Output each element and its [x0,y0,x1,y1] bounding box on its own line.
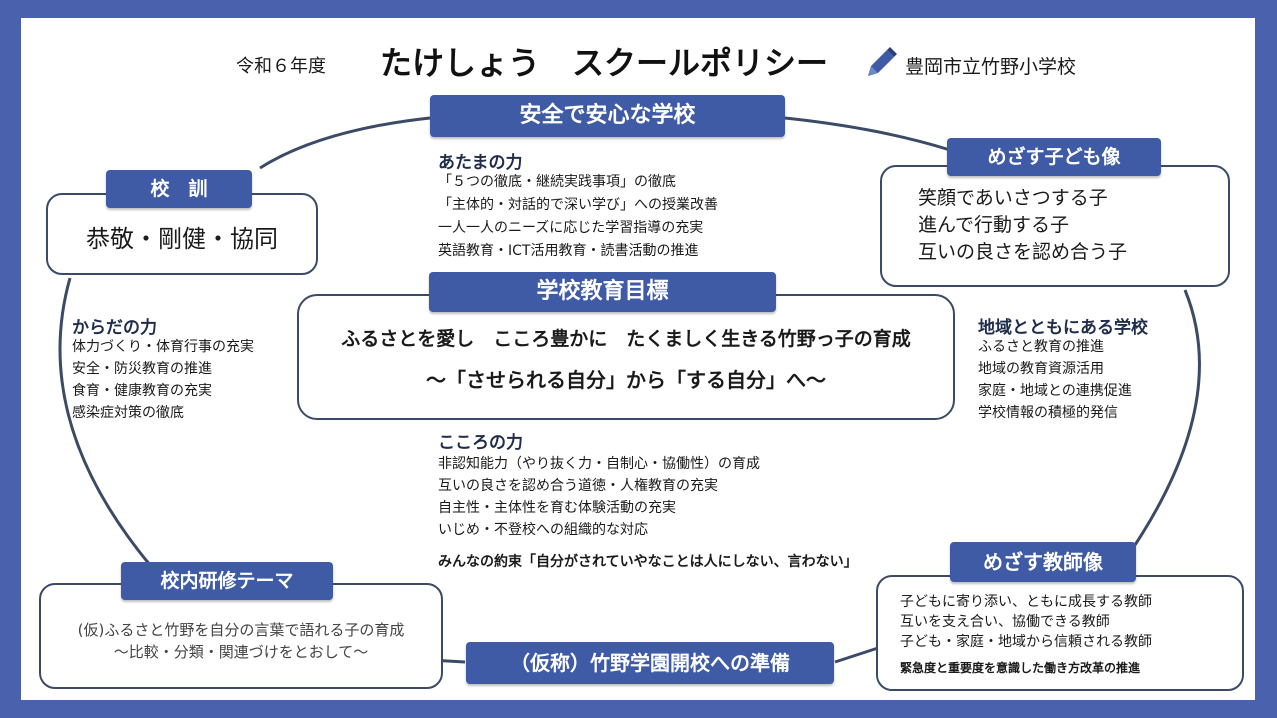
work-reform-text: 緊急度と重要度を意識した働き方改革の推進 [900,661,1141,675]
goal-line-2: 〜「させられる自分」から「する自分」へ〜 [426,368,826,392]
safe-school-header: 安全で安心な学校 [430,95,785,137]
page-title: たけしょう スクールポリシー [380,44,829,82]
teacher-image-box: 子どもに寄り添い、ともに成長する教師 互いを支え合い、協働できる教師 子ども・家… [876,575,1244,691]
training-box: (仮)ふるさと竹野を自分の言葉で語れる子の育成 〜比較・分類・関連づけをとおして… [39,583,443,689]
child-image-item: 互いの良さを認め合う子 [918,241,1128,263]
motto-header: 校 訓 [106,170,252,208]
teacher-image-item: 互いを支え合い、協働できる教師 [900,614,1110,630]
pencil-icon [860,44,900,88]
fiscal-year-label: 令和６年度 [236,56,326,77]
atama-item: 一人一人のニーズに応じた学習指導の充実 [438,220,704,236]
karada-item: 感染症対策の徹底 [72,405,184,421]
community-item: 地域の教育資源活用 [978,361,1104,377]
connector-line [259,116,431,170]
community-title: 地域とともにある学校 [978,318,1148,338]
connector-line [784,116,951,152]
community-item: ふるさと教育の推進 [978,339,1104,355]
goal-box: ふるさとを愛し こころ豊かに たくましく生きる竹野っ子の育成 〜「させられる自分… [297,294,955,420]
connector-line [58,277,152,566]
atama-item: 英語教育・ICT活用教育・読書活動の推進 [438,243,699,259]
class-promise: みんなの約束「自分がされていやなことは人にしない、言わない」 [438,554,858,570]
kokoro-item: 非認知能力（やり抜く力・自制心・協働性）の育成 [438,456,760,472]
karada-item: 体力づくり・体育行事の充実 [72,339,254,355]
kokoro-item: いじめ・不登校への組織的な対応 [438,522,648,538]
school-name: 豊岡市立竹野小学校 [905,56,1077,78]
child-image-item: 笑顔であいさつする子 [918,187,1108,209]
training-header: 校内研修テーマ [121,562,333,600]
child-image-header: めざす子ども像 [947,138,1161,176]
teacher-image-header: めざす教師像 [950,542,1136,582]
training-line-1: (仮)ふるさと竹野を自分の言葉で語れる子の育成 [77,621,405,639]
kokoro-title: こころの力 [438,433,523,453]
atama-item: 「主体的・対話的で深い学び」への授業改善 [438,197,718,213]
goal-header: 学校教育目標 [429,272,776,312]
motto-text: 恭敬・剛健・協同 [86,225,278,253]
connector-line [1133,289,1201,546]
goal-line-1: ふるさとを愛し こころ豊かに たくましく生きる竹野っ子の育成 [341,328,911,350]
atama-item: 「５つの徹底・継続実践事項」の徹底 [438,174,676,190]
karada-item: 食育・健康教育の充実 [72,383,212,399]
connector-line [834,646,879,664]
teacher-image-item: 子どもに寄り添い、ともに成長する教師 [900,594,1152,610]
kokoro-item: 互いの良さを認め合う道徳・人権教育の充実 [438,478,718,494]
kokoro-item: 自主性・主体性を育む体験活動の充実 [438,500,676,516]
community-item: 家庭・地域との連携促進 [978,383,1132,399]
atama-title: あたまの力 [438,153,523,173]
child-image-box: 笑顔であいさつする子 進んで行動する子 互いの良さを認め合う子 [880,165,1230,287]
child-image-item: 進んで行動する子 [918,214,1070,236]
community-item: 学校情報の積極的発信 [978,405,1118,421]
preparation-header: （仮称）竹野学園開校への準備 [466,642,834,684]
training-line-2: 〜比較・分類・関連づけをとおして〜 [113,643,369,661]
karada-item: 安全・防災教育の推進 [72,361,212,377]
karada-title: からだの力 [72,318,157,338]
teacher-image-item: 子ども・家庭・地域から信頼される教師 [900,634,1152,650]
